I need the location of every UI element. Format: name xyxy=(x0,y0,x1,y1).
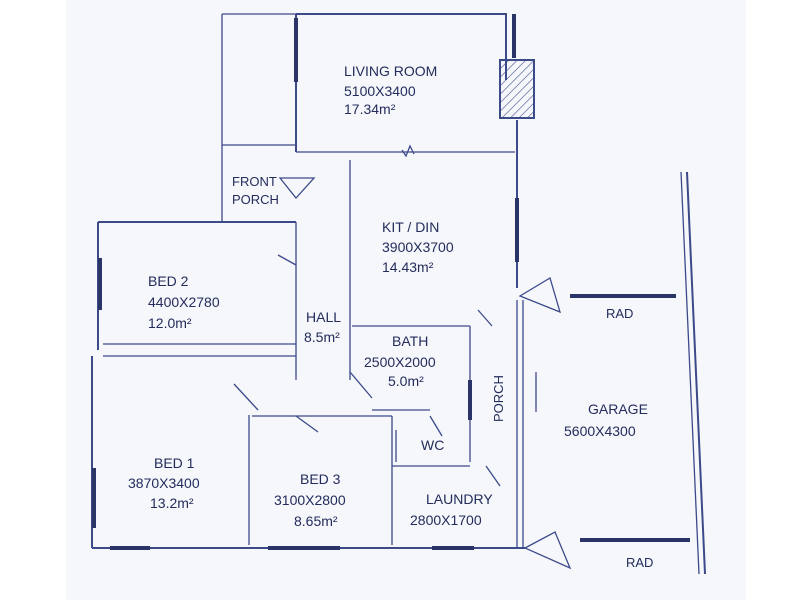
bed3-door xyxy=(295,415,319,433)
bath-area: 5.0m² xyxy=(388,373,424,389)
garage-door-swing xyxy=(523,531,572,570)
laundry-dims: 2800X1700 xyxy=(410,512,482,528)
windows xyxy=(92,14,690,550)
rad-label-top: RAD xyxy=(606,306,633,321)
living-kitchen-opening xyxy=(401,144,415,158)
bed2-name: BED 2 xyxy=(148,273,189,289)
bath-door xyxy=(349,371,373,399)
paper-background xyxy=(66,0,746,600)
porch-door xyxy=(477,309,493,327)
bed3-area: 8.65m² xyxy=(294,513,338,529)
rad-label-bottom: RAD xyxy=(626,555,653,570)
garage-dims: 5600X4300 xyxy=(564,423,636,439)
living-room-area: 17.34m² xyxy=(344,101,396,117)
kitchen-dims: 3900X3700 xyxy=(382,239,454,255)
hall-area: 8.5m² xyxy=(304,329,340,345)
laundry-name: LAUNDRY xyxy=(426,491,493,507)
bed1-dims: 3870X3400 xyxy=(128,475,200,491)
door-swings xyxy=(233,144,572,570)
living-room-name: LIVING ROOM xyxy=(344,63,437,79)
bed2-dims: 4400X2780 xyxy=(148,294,220,310)
bed1-door xyxy=(233,383,259,411)
front-porch-line2: PORCH xyxy=(232,192,279,207)
wall-garage xyxy=(686,171,706,575)
bed3-name: BED 3 xyxy=(300,471,341,487)
front-door-swing xyxy=(278,177,316,200)
kitchen-area: 14.43m² xyxy=(382,259,434,275)
front-porch-line1: FRONT xyxy=(232,174,277,189)
wall-garage-inner xyxy=(680,171,700,575)
bath-name: BATH xyxy=(392,333,428,349)
garage-name: GARAGE xyxy=(588,401,648,417)
porch-name: PORCH xyxy=(491,375,506,422)
bath-dims: 2500X2000 xyxy=(364,354,436,370)
bed3-dims: 3100X2800 xyxy=(274,492,346,508)
laundry-door xyxy=(485,465,501,487)
bed1-name: BED 1 xyxy=(154,455,195,471)
bed2-door xyxy=(277,254,297,266)
wc-door xyxy=(429,415,443,437)
wc-name: WC xyxy=(421,437,444,453)
living-room-dims: 5100X3400 xyxy=(344,83,416,99)
wall-living-top xyxy=(296,13,507,80)
hall-name: HALL xyxy=(306,309,341,325)
bed1-area: 13.2m² xyxy=(150,495,194,511)
side-door-swing xyxy=(518,277,562,314)
bed2-area: 12.0m² xyxy=(148,315,192,331)
chimney-hatch xyxy=(499,59,535,119)
kitchen-name: KIT / DIN xyxy=(382,219,439,235)
